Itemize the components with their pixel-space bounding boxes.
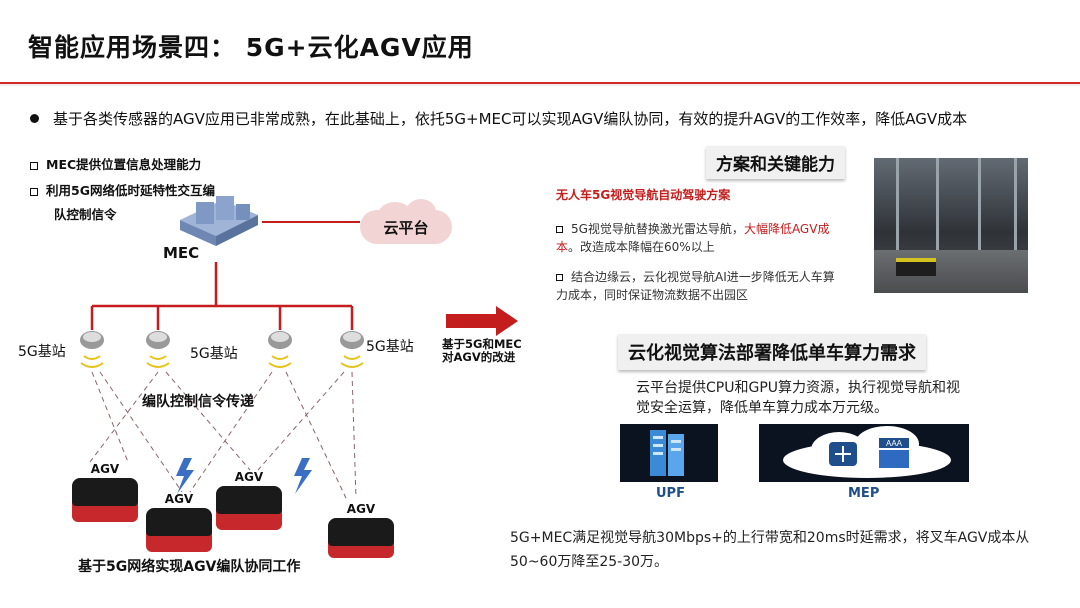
agv-label: AGV [164, 492, 194, 506]
solution-title: 方案和关键能力 [706, 146, 845, 179]
square-bullet-icon [30, 187, 38, 196]
mep-label: MEP [848, 486, 880, 501]
solution-point-1-text: 5G视觉导航替换激光雷达导航， [571, 222, 744, 236]
diagram-caption: 基于5G网络实现AGV编队协同工作 [78, 559, 301, 575]
left-point-2: 利用5G网络低时延特性交互编 [30, 180, 215, 199]
solution-point-2-text: 结合边缘云，云化视觉导航AI进一步降低无人车算力成本，同时保证物流数据不出园区 [556, 270, 835, 302]
title-divider [0, 82, 1080, 84]
square-bullet-icon [30, 161, 38, 170]
main-bullet: 基于各类传感器的AGV应用已非常成熟，在此基础上，依托5G+MEC可以实现AGV… [30, 108, 967, 129]
bullet-dot-icon [30, 114, 39, 123]
station-label: 5G基站 [18, 344, 66, 360]
left-point-2-text: 利用5G网络低时延特性交互编 [46, 183, 215, 198]
base-station-icon [80, 331, 364, 349]
warehouse-photo [874, 158, 1028, 293]
signal-wave-icon [80, 355, 364, 368]
arrow-text: 基于5G和MEC 对AGV的改进 [442, 338, 522, 364]
agv-vehicle: AGV [72, 462, 138, 522]
solution-point-1-highlight: 大幅降低AGV成本 [556, 222, 830, 254]
arrow-text-line-1: 基于5G和MEC [442, 337, 522, 351]
solution-point-1-rest: 。改造成本降幅在60%以上 [568, 240, 715, 254]
mec-server-icon [180, 196, 258, 246]
cloud-platform: 云平台 [360, 199, 452, 244]
left-point-1: MEC提供位置信息处理能力 [30, 154, 201, 173]
square-bullet-icon [556, 226, 563, 233]
left-point-2-cont: 队控制信令 [54, 207, 117, 222]
bottom-summary: 5G+MEC满足视觉导航30Mbps+的上行带宽和20ms时延需求，将叉车AGV… [510, 530, 1030, 570]
main-bullet-text: 基于各类传感器的AGV应用已非常成熟，在此基础上，依托5G+MEC可以实现AGV… [53, 110, 968, 128]
signal-label: 编队控制信令传递 [142, 394, 254, 410]
upf-label: UPF [656, 486, 685, 501]
agv-vehicle: AGV [146, 492, 212, 552]
improvement-arrow-icon [446, 306, 520, 340]
square-bullet-icon [556, 274, 563, 281]
agv-vehicle: AGV [216, 470, 282, 530]
mec-label: MEC [163, 244, 200, 262]
solution-subtitle: 无人车5G视觉导航自动驾驶方案 [556, 188, 731, 202]
mep-cloud-image: AAA [759, 424, 969, 482]
arrow-text-line-2: 对AGV的改进 [442, 350, 516, 364]
station-label: 5G基站 [190, 346, 238, 362]
upf-server-image [620, 424, 718, 482]
section2-title: 云化视觉算法部署降低单车算力需求 [618, 334, 926, 370]
section2-desc: 云平台提供CPU和GPU算力资源，执行视觉导航和视觉安全运算，降低单车算力成本万… [636, 380, 961, 416]
aaa-label: AAA [886, 439, 903, 448]
lightning-icon [176, 458, 194, 494]
cloud-platform-label: 云平台 [383, 218, 429, 237]
solution-point-1: 5G视觉导航替换激光雷达导航，大幅降低AGV成本。改造成本降幅在60%以上 [556, 220, 846, 256]
station-label: 5G基站 [366, 339, 414, 355]
agv-label: AGV [346, 502, 376, 516]
agv-vehicle: AGV [328, 502, 394, 558]
lightning-icon [294, 458, 312, 494]
slide-title: 智能应用场景四： 5G+云化AGV应用 [28, 33, 474, 62]
solution-point-2: 结合边缘云，云化视觉导航AI进一步降低无人车算力成本，同时保证物流数据不出园区 [556, 268, 846, 304]
signal-dashed-links [89, 371, 357, 499]
agv-label: AGV [90, 462, 120, 476]
left-point-1-text: MEC提供位置信息处理能力 [46, 157, 202, 172]
agv-label: AGV [234, 470, 264, 484]
title-divider-shadow [0, 84, 1080, 87]
